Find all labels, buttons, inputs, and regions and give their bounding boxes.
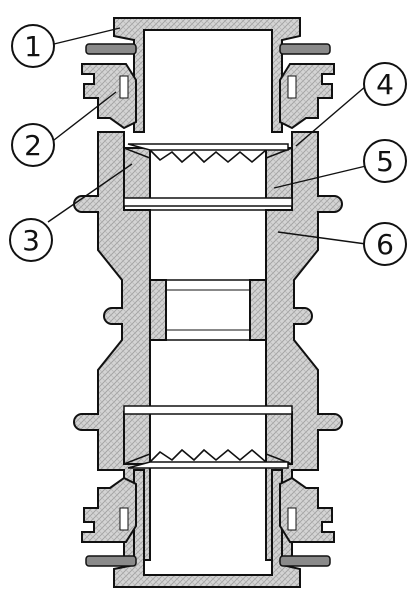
callout-5-label: 5 bbox=[376, 145, 394, 178]
callout-3: 3 bbox=[9, 218, 53, 262]
leader-lines bbox=[47, 27, 367, 245]
callout-3-label: 3 bbox=[22, 224, 40, 257]
retaining-collar bbox=[81, 63, 335, 543]
ratchet-tooth-icon bbox=[149, 448, 267, 463]
end-caps bbox=[85, 43, 331, 567]
callout-4: 4 bbox=[363, 62, 407, 106]
callout-1-label: 1 bbox=[24, 30, 42, 63]
callout-1: 1 bbox=[11, 24, 55, 68]
grip-ring-teeth bbox=[127, 143, 289, 469]
ratchet-tooth-icon bbox=[149, 149, 267, 164]
callout-6-label: 6 bbox=[376, 228, 394, 261]
callout-6: 6 bbox=[363, 222, 407, 266]
callout-2-label: 2 bbox=[24, 129, 42, 162]
callout-5: 5 bbox=[363, 139, 407, 183]
callout-2: 2 bbox=[11, 123, 55, 167]
callout-4-label: 4 bbox=[376, 68, 394, 101]
